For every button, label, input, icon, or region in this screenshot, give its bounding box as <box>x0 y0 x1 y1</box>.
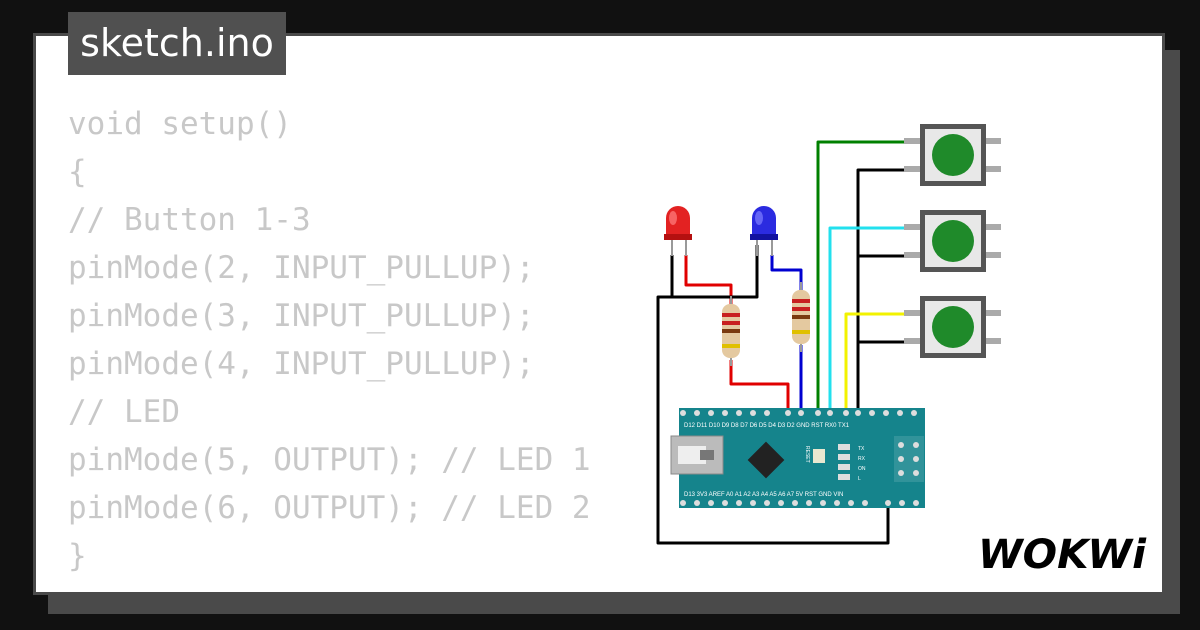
code-listing: void setup() { // Button 1-3 pinMode(2, … <box>68 100 591 580</box>
wire-black-led2[interactable] <box>672 245 759 299</box>
arduino-nano-board[interactable]: D12 D11 D10 D9 D8 D7 D6 D5 D4 D3 D2 GND … <box>670 408 925 508</box>
led-label: TX <box>858 446 865 452</box>
wire-cyan[interactable] <box>828 226 920 413</box>
resistor-icon[interactable] <box>722 296 740 366</box>
top-pin-labels: D12 D11 D10 D9 D8 D7 D6 D5 D4 D3 D2 GND … <box>684 423 850 429</box>
code-line: pinMode(4, INPUT_PULLUP); <box>68 346 535 382</box>
red-led-icon[interactable] <box>664 206 692 256</box>
resistor-icon[interactable] <box>792 282 810 352</box>
wire-blue-led[interactable] <box>770 255 803 290</box>
code-line: } <box>68 538 87 574</box>
wire-yellow[interactable] <box>844 312 920 413</box>
microcontroller-chip-icon <box>747 441 785 479</box>
circuit-diagram: D12 D11 D10 D9 D8 D7 D6 D5 D4 D3 D2 GND … <box>656 124 1001 545</box>
bottom-pin-labels: D13 3V3 AREF A0 A1 A2 A3 A4 A5 A6 A7 5V … <box>684 492 843 498</box>
led-label: ON <box>858 466 866 472</box>
reset-button[interactable] <box>813 449 825 463</box>
wire-green[interactable] <box>816 140 920 413</box>
pushbutton-icon[interactable] <box>904 124 1001 186</box>
wire-red-pin6[interactable] <box>729 360 790 413</box>
code-line: pinMode(2, INPUT_PULLUP); <box>68 250 535 286</box>
code-line: void setup() <box>68 106 292 142</box>
wire-red-led[interactable] <box>684 255 733 305</box>
status-leds <box>838 444 850 480</box>
led-label: L <box>858 476 861 482</box>
file-tab[interactable]: sketch.ino <box>68 12 286 75</box>
blue-led-icon[interactable] <box>750 206 778 256</box>
code-line: pinMode(3, INPUT_PULLUP); <box>68 298 535 334</box>
code-line: // LED <box>68 394 180 430</box>
code-line: // Button 1-3 <box>68 202 311 238</box>
wokwi-logo: WOKWi <box>978 532 1147 576</box>
code-line: pinMode(6, OUTPUT); // LED 2 <box>68 490 591 526</box>
usb-port-icon <box>670 435 724 475</box>
logo-text: WOKWi <box>978 532 1147 576</box>
led-label: RX <box>858 456 866 462</box>
header-pins-top <box>680 410 917 416</box>
code-line: pinMode(5, OUTPUT); // LED 1 <box>68 442 591 478</box>
reset-label: RESET <box>804 446 810 463</box>
header-pins-bottom <box>680 500 919 506</box>
wire-black-button1[interactable] <box>856 168 920 413</box>
wire-black-ground[interactable] <box>656 255 890 545</box>
pushbutton-icon[interactable] <box>904 296 1001 358</box>
icsp-header <box>894 436 924 482</box>
code-line: { <box>68 154 87 190</box>
pushbutton-icon[interactable] <box>904 210 1001 272</box>
